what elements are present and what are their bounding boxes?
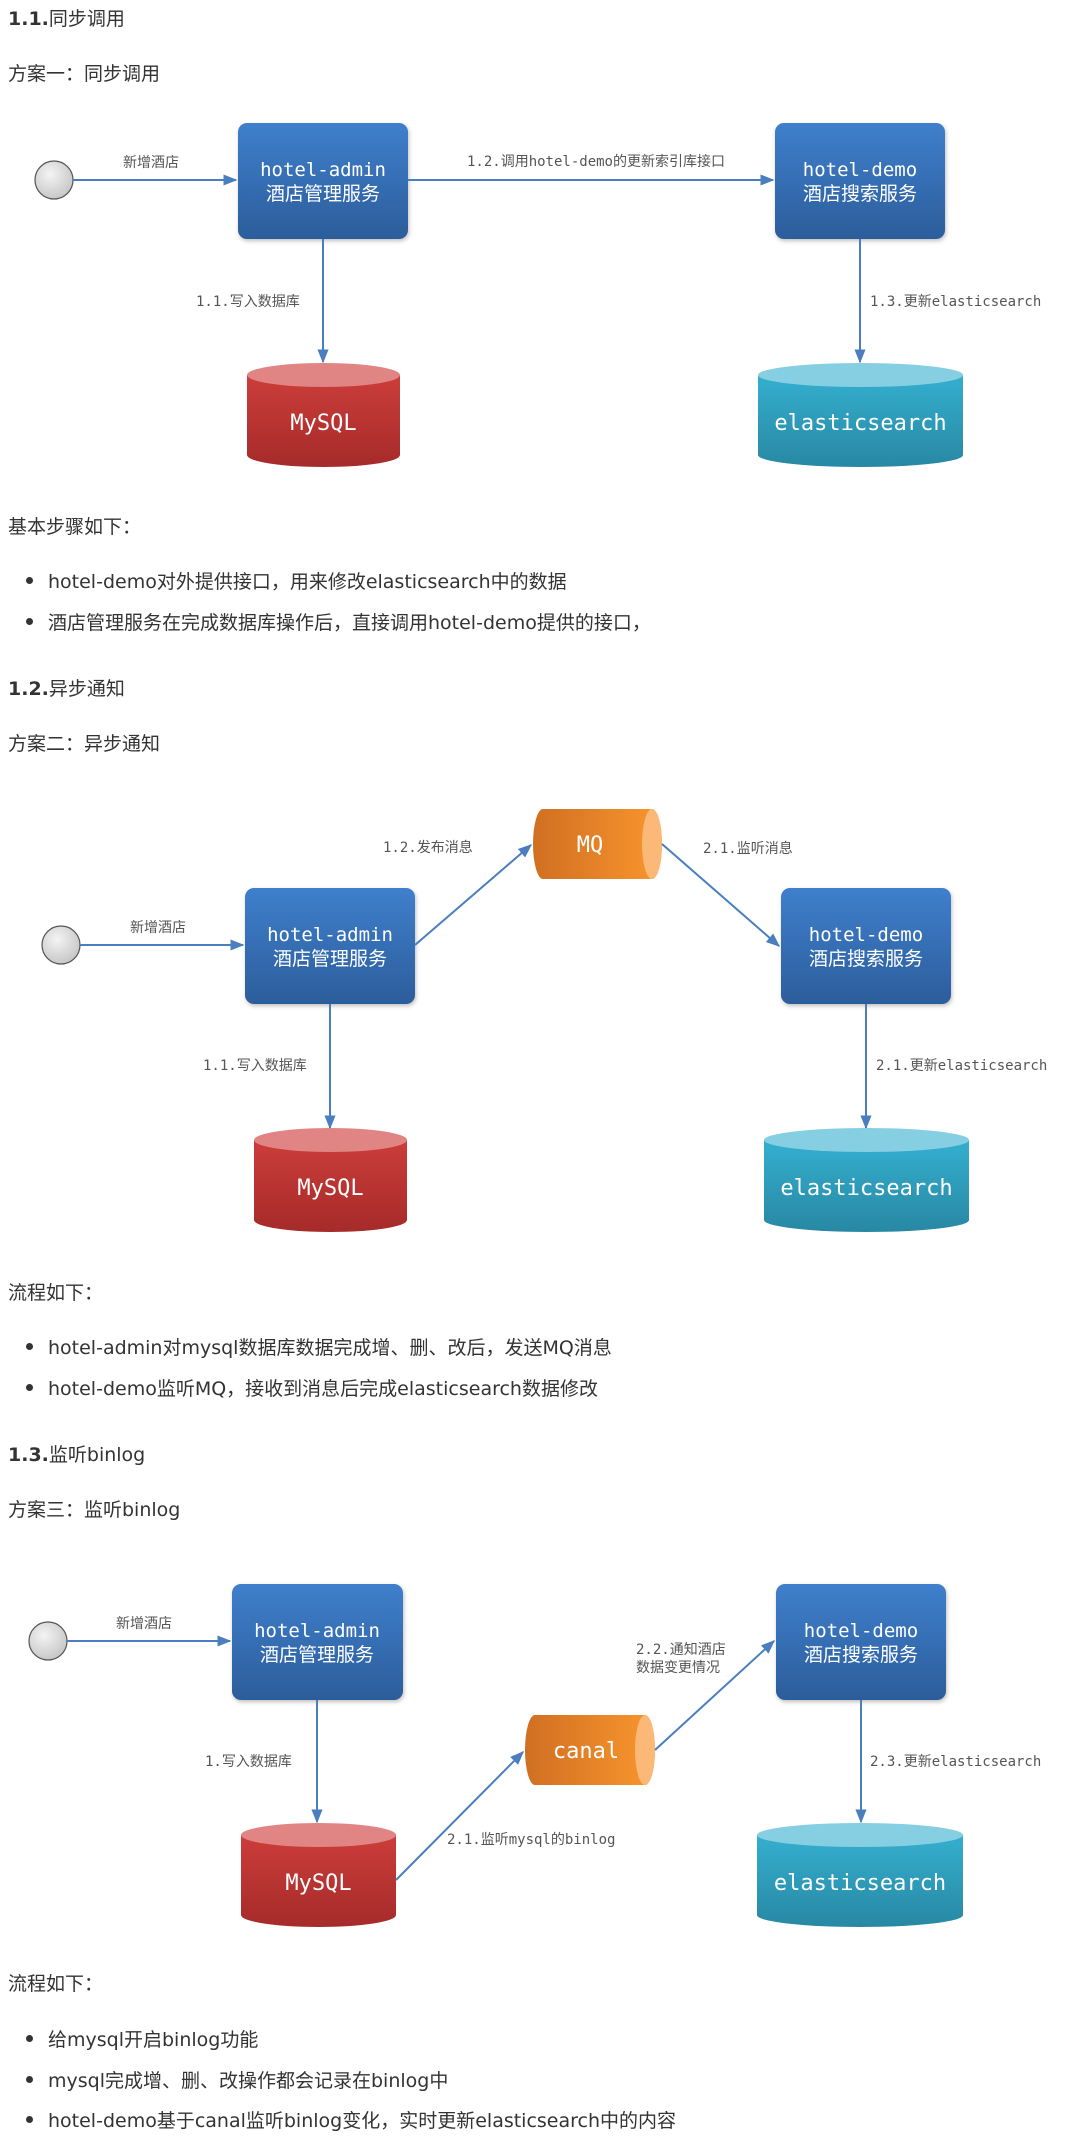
edge-label-write-db: 1.1.写入数据库 (196, 294, 300, 310)
steps-title-1: 基本步骤如下： (8, 516, 142, 538)
elasticsearch-label: elasticsearch (774, 1871, 946, 1896)
hotel-demo-name: hotel-demo (803, 159, 917, 181)
start-node-icon (28, 1621, 68, 1661)
edge-label-binlog: 2.1.监听mysql的binlog (447, 1832, 615, 1848)
hotel-demo-desc: 酒店搜索服务 (809, 948, 923, 970)
mysql-database-icon: MySQL (247, 363, 400, 467)
steps-title-3: 流程如下： (8, 1973, 104, 1995)
elasticsearch-database-icon: elasticsearch (764, 1128, 969, 1232)
list-item: hotel-admin对mysql数据库数据完成增、删、改后，发送MQ消息 (26, 1333, 612, 1360)
mysql-database-icon: MySQL (241, 1823, 396, 1928)
elasticsearch-label: elasticsearch (774, 411, 946, 436)
hotel-demo-node: hotel-demo 酒店搜索服务 (776, 1584, 946, 1700)
heading-text: 监听binlog (48, 1444, 146, 1466)
arrow-notify-demo (654, 1640, 776, 1751)
section-heading-async: 1.2.异步通知 (8, 674, 125, 701)
edge-label-write-db: 1.写入数据库 (205, 1754, 292, 1770)
mq-queue-icon: MQ (533, 809, 662, 879)
hotel-admin-name: hotel-admin (254, 1620, 380, 1642)
mq-label: MQ (577, 833, 604, 858)
plan-title-3: 方案三：监听binlog (8, 1499, 181, 1521)
edge-label-update-es: 1.3.更新elasticsearch (870, 294, 1041, 310)
hotel-admin-name: hotel-admin (267, 924, 393, 946)
heading-number: 1.1. (8, 8, 49, 30)
heading-number: 1.3. (8, 1444, 49, 1466)
diagram-sync-call: 新增酒店 hotel-admin 酒店管理服务 1.2.调用hotel-demo… (34, 123, 1041, 467)
list-item: 给mysql开启binlog功能 (25, 2025, 258, 2052)
arrow-listen-binlog (395, 1751, 524, 1881)
steps-title-2: 流程如下： (8, 1282, 104, 1304)
edge-label-write-db: 1.1.写入数据库 (203, 1058, 307, 1074)
hotel-admin-desc: 酒店管理服务 (273, 948, 387, 970)
hotel-demo-desc: 酒店搜索服务 (804, 1644, 918, 1666)
edge-label-add-hotel: 新增酒店 (123, 155, 179, 171)
list-item: hotel-demo基于canal监听binlog变化，实时更新elastics… (25, 2106, 676, 2133)
section-heading-sync: 1.1.同步调用 (8, 4, 125, 31)
edge-label-notify-2: 数据变更情况 (636, 1660, 720, 1676)
heading-text: 异步通知 (48, 678, 125, 700)
mysql-label: MySQL (297, 1176, 363, 1201)
elasticsearch-database-icon: elasticsearch (758, 363, 963, 467)
elasticsearch-label: elasticsearch (780, 1176, 952, 1201)
heading-text: 同步调用 (48, 8, 125, 30)
edge-label-publish: 1.2.发布消息 (383, 839, 473, 856)
hotel-admin-node: hotel-admin 酒店管理服务 (238, 123, 408, 239)
hotel-demo-name: hotel-demo (804, 1620, 918, 1642)
hotel-demo-node: hotel-demo 酒店搜索服务 (781, 888, 951, 1004)
edge-label-update-es: 2.3.更新elasticsearch (870, 1754, 1041, 1770)
edge-label-add-hotel: 新增酒店 (130, 920, 186, 936)
hotel-admin-name: hotel-admin (260, 159, 386, 181)
edge-label-listen: 2.1.监听消息 (703, 840, 793, 857)
arrow-listen-message (661, 843, 781, 947)
heading-number: 1.2. (8, 678, 49, 700)
edge-label-update-es: 2.1.更新elasticsearch (876, 1058, 1047, 1074)
edge-label-add-hotel: 新增酒店 (116, 1616, 172, 1632)
list-item: mysql完成增、删、改操作都会记录在binlog中 (25, 2066, 448, 2093)
plan-title-2: 方案二：异步通知 (8, 733, 161, 755)
hotel-demo-node: hotel-demo 酒店搜索服务 (775, 123, 945, 239)
hotel-demo-desc: 酒店搜索服务 (803, 183, 917, 205)
list-item: hotel-demo对外提供接口，用来修改elasticsearch中的数据 (26, 567, 567, 594)
list-item: 酒店管理服务在完成数据库操作后，直接调用hotel-demo提供的接口， (26, 608, 651, 635)
mysql-database-icon: MySQL (254, 1128, 407, 1232)
hotel-admin-desc: 酒店管理服务 (266, 183, 380, 205)
mysql-label: MySQL (290, 411, 356, 436)
plan-title-1: 方案一：同步调用 (8, 63, 161, 85)
list-item: hotel-demo监听MQ，接收到消息后完成elasticsearch数据修改 (26, 1374, 598, 1401)
edge-label-call-demo: 1.2.调用hotel-demo的更新索引库接口 (467, 153, 725, 170)
diagram-async-notify: 新增酒店 hotel-admin 酒店管理服务 1.2.发布消息 MQ 2.1.… (41, 809, 1047, 1232)
arrow-publish-message (414, 844, 533, 946)
hotel-demo-name: hotel-demo (809, 924, 923, 946)
diagram-listen-binlog: 新增酒店 hotel-admin 酒店管理服务 hotel-demo 酒店搜索服… (28, 1584, 1041, 1928)
canal-queue-icon: canal (525, 1715, 655, 1785)
section-heading-binlog: 1.3.监听binlog (8, 1440, 145, 1467)
edge-label-notify-1: 2.2.通知酒店 (636, 1641, 726, 1658)
elasticsearch-database-icon: elasticsearch (757, 1823, 963, 1927)
mysql-label: MySQL (285, 1871, 351, 1896)
hotel-admin-node: hotel-admin 酒店管理服务 (245, 888, 415, 1004)
canal-label: canal (553, 1739, 619, 1764)
hotel-admin-node: hotel-admin 酒店管理服务 (232, 1584, 403, 1700)
hotel-admin-desc: 酒店管理服务 (260, 1644, 374, 1666)
